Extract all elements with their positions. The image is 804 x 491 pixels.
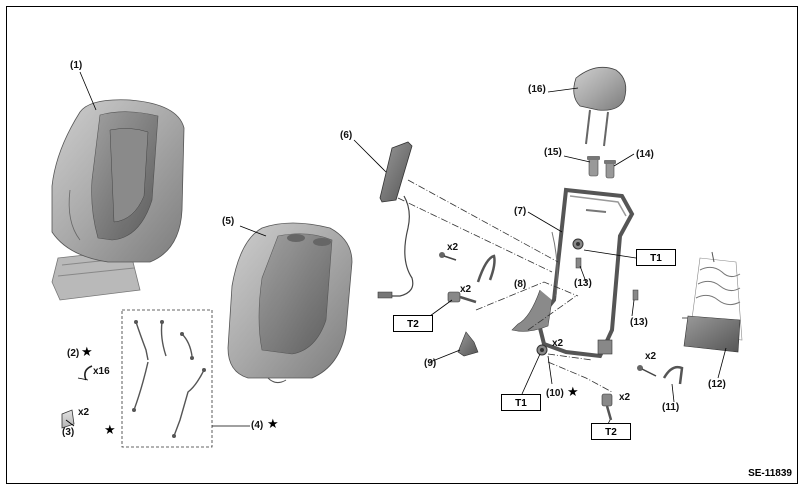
- clip-part: [84, 365, 93, 381]
- callout-12: (12): [708, 379, 726, 390]
- callout-9: (9): [424, 358, 437, 369]
- wire-harness-group: [121, 309, 213, 448]
- qty-hook: x2: [78, 407, 90, 418]
- star-2: ★: [81, 344, 93, 359]
- callout-10: (10): [546, 388, 564, 399]
- torque-label-t1-upper: T1: [636, 249, 676, 266]
- callout-15: (15): [544, 147, 562, 158]
- star-10: ★: [567, 384, 579, 399]
- callout-13a: (13): [574, 278, 592, 289]
- hook-part: [61, 409, 75, 429]
- diagram-frame: [6, 6, 798, 484]
- hardware: [439, 238, 684, 421]
- headrest: [573, 66, 627, 147]
- callout-4: (4): [251, 420, 264, 431]
- leader-lines: [65, 71, 727, 427]
- spring-panel: [682, 251, 743, 353]
- torque-label-t2-lower: T2: [591, 423, 631, 440]
- star-3: ★: [104, 422, 116, 437]
- callout-6: (6): [340, 130, 353, 141]
- callout-13b: (13): [630, 317, 648, 328]
- callout-14: (14): [636, 149, 654, 160]
- qty-clip: x16: [93, 366, 110, 377]
- callout-1: (1): [70, 60, 83, 71]
- callout-16: (16): [528, 84, 546, 95]
- callout-3: (3): [62, 427, 75, 438]
- qty-screw: x2: [447, 242, 459, 253]
- qty-nut: x2: [552, 338, 564, 349]
- callout-5: (5): [222, 216, 235, 227]
- torque-label-t1-lower: T1: [501, 394, 541, 411]
- headrest-guides: [587, 156, 616, 179]
- qty-bolt-low: x2: [619, 392, 631, 403]
- torque-label-t2-left: T2: [393, 315, 433, 332]
- airbag-module: [377, 141, 414, 299]
- alignment-lines: [397, 179, 613, 393]
- star-4: ★: [267, 416, 279, 431]
- seat-back-frame: [511, 187, 635, 359]
- callout-2: (2): [67, 348, 80, 359]
- callout-11: (11): [662, 402, 680, 413]
- callout-7: (7): [514, 206, 527, 217]
- seat-back-pad: [227, 222, 353, 384]
- seat-back-cover: [51, 99, 185, 301]
- qty-bolt: x2: [460, 284, 472, 295]
- qty-screw-11: x2: [645, 351, 657, 362]
- figure-code: SE-11839: [748, 468, 792, 479]
- callout-8: (8): [514, 279, 527, 290]
